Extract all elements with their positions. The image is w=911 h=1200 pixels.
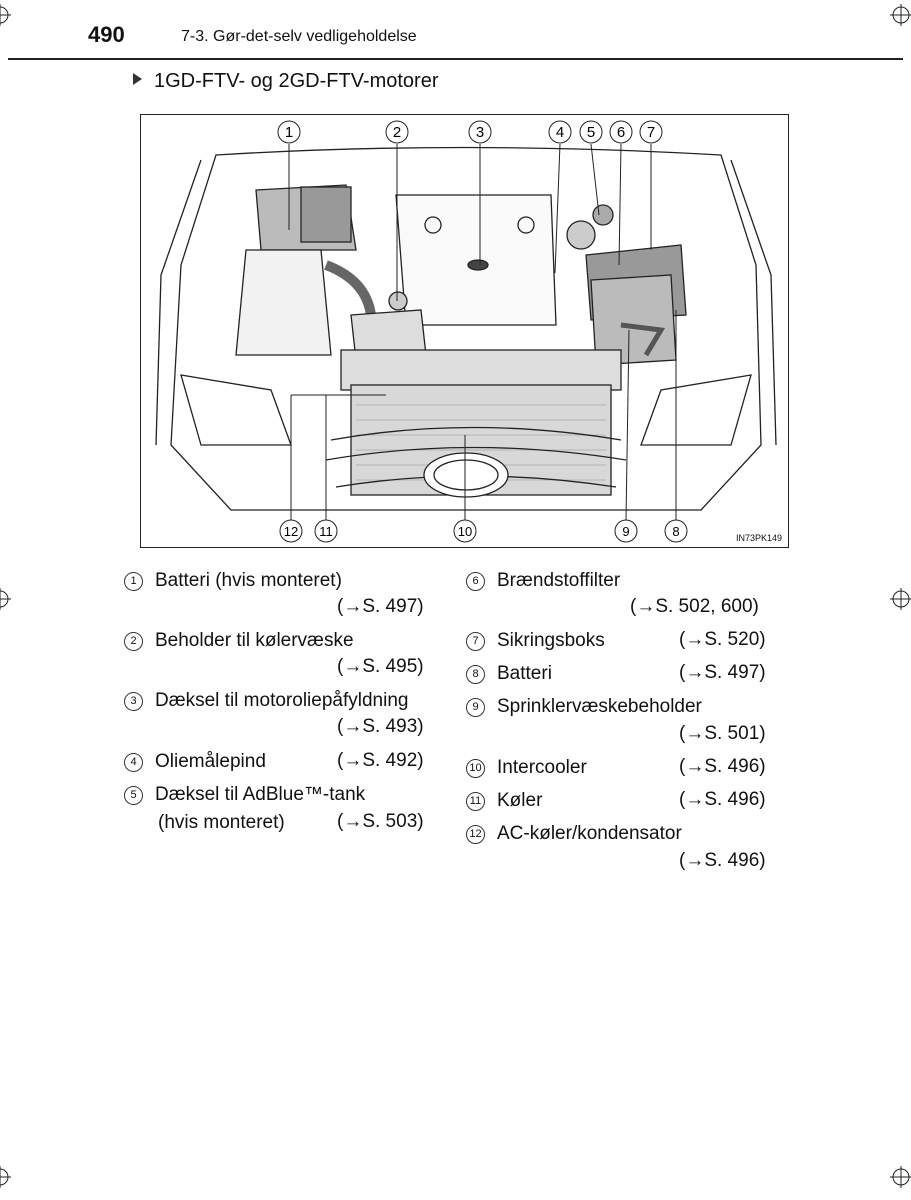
- registration-mark: [0, 1166, 11, 1188]
- callout-2: 2: [385, 120, 409, 144]
- callout-label: 7: [647, 124, 655, 141]
- callout-10: 10: [453, 519, 477, 543]
- registration-mark: [0, 4, 11, 26]
- legend-item: 11 Køler: [466, 788, 542, 814]
- legend-item: 9 Sprinklervæskebeholder: [466, 694, 702, 720]
- page-reference: (→S. 493): [337, 716, 424, 737]
- item-number: 12: [466, 825, 485, 844]
- page-reference: (→S. 502, 600): [630, 596, 759, 617]
- item-label: Køler: [497, 790, 543, 811]
- callout-label: 1: [285, 124, 293, 141]
- legend-item: 10 Intercooler: [466, 755, 587, 781]
- registration-mark: [0, 588, 11, 610]
- item-label: Intercooler: [497, 757, 587, 778]
- item-label: Beholder til kølervæske: [155, 630, 354, 651]
- registration-mark: [890, 588, 911, 610]
- item-label: Dæksel til motoroliepåfyldning: [155, 690, 409, 711]
- page-reference: (→S. 501): [679, 723, 766, 744]
- item-number: 2: [124, 632, 143, 651]
- item-label: Batteri: [497, 663, 552, 684]
- item-number: 4: [124, 753, 143, 772]
- section-heading: 1GD-FTV- og 2GD-FTV-motorer: [133, 70, 439, 93]
- item-number: 9: [466, 698, 485, 717]
- item-label: Dæksel til AdBlue™-tank: [155, 784, 366, 805]
- legend-item: 6 Brændstoffilter: [466, 568, 620, 594]
- legend-item: 2 Beholder til kølervæske: [124, 628, 354, 654]
- callout-5: 5: [579, 120, 603, 144]
- callout-3: 3: [468, 120, 492, 144]
- callout-9: 9: [614, 519, 638, 543]
- legend-item: 4 Oliemålepind: [124, 749, 266, 775]
- callout-label: 8: [672, 524, 679, 539]
- registration-mark: [890, 1166, 911, 1188]
- item-label: Brændstoffilter: [497, 570, 621, 591]
- page-reference: (→S. 497): [337, 596, 424, 617]
- callout-4: 4: [548, 120, 572, 144]
- legend-item: 12 AC-køler/kondensator: [466, 821, 682, 847]
- callout-label: 2: [393, 124, 401, 141]
- item-number: 6: [466, 572, 485, 591]
- callout-label: 6: [617, 124, 625, 141]
- legend-item: 5 Dæksel til AdBlue™-tank: [124, 782, 365, 808]
- callout-label: 3: [476, 124, 484, 141]
- legend-item: 3 Dæksel til motoroliepåfyldning: [124, 688, 408, 714]
- page-reference: (→S. 496): [679, 789, 766, 810]
- callout-label: 11: [319, 524, 333, 539]
- item-number: 5: [124, 786, 143, 805]
- item-label: Oliemålepind: [155, 751, 266, 772]
- page-reference: (→S. 496): [679, 756, 766, 777]
- page-number: 490: [88, 22, 125, 47]
- item-label-continued: (hvis monteret): [158, 812, 285, 833]
- callout-label: 5: [587, 124, 595, 141]
- item-label: Batteri (hvis monteret): [155, 570, 342, 591]
- item-label: Sikringsboks: [497, 630, 605, 651]
- section-title: 1GD-FTV- og 2GD-FTV-motorer: [154, 70, 439, 92]
- callout-12: 12: [279, 519, 303, 543]
- callout-7: 7: [639, 120, 663, 144]
- chapter-title: 7-3. Gør-det-selv vedligeholdelse: [181, 28, 417, 45]
- callout-label: 12: [284, 524, 298, 539]
- registration-mark: [890, 4, 911, 26]
- item-number: 11: [466, 792, 485, 811]
- page-reference: (→S. 520): [679, 629, 766, 650]
- header-rule: [8, 58, 903, 60]
- triangle-bullet-icon: [133, 73, 142, 85]
- callout-label: 10: [458, 524, 472, 539]
- callout-label: 9: [622, 524, 629, 539]
- item-number: 1: [124, 572, 143, 591]
- callout-label: 4: [556, 124, 564, 141]
- page-reference: (→S. 503): [337, 811, 424, 832]
- item-number: 8: [466, 665, 485, 684]
- callout-8: 8: [664, 519, 688, 543]
- item-label: Sprinklervæskebeholder: [497, 696, 702, 717]
- legend-item: 1 Batteri (hvis monteret): [124, 568, 342, 594]
- callout-11: 11: [314, 519, 338, 543]
- page-reference: (→S. 495): [337, 656, 424, 677]
- callout-1: 1: [277, 120, 301, 144]
- page-reference: (→S. 497): [679, 662, 766, 683]
- engine-bay-illustration: 1 2 3 4 5 6 7 12 11 10 9 8: [155, 120, 777, 543]
- legend-item: 8 Batteri: [466, 661, 552, 687]
- callout-6: 6: [609, 120, 633, 144]
- item-label: AC-køler/kondensator: [497, 823, 682, 844]
- legend-item: 7 Sikringsboks: [466, 628, 605, 654]
- item-number: 3: [124, 692, 143, 711]
- page-reference: (→S. 496): [679, 850, 766, 871]
- item-number: 10: [466, 759, 485, 778]
- page-reference: (→S. 492): [337, 750, 424, 771]
- figure-code: IN73PK149: [735, 533, 782, 543]
- item-number: 7: [466, 632, 485, 651]
- engine-bay-figure: 1 2 3 4 5 6 7 12 11 10 9 8 IN73PK149: [140, 114, 789, 548]
